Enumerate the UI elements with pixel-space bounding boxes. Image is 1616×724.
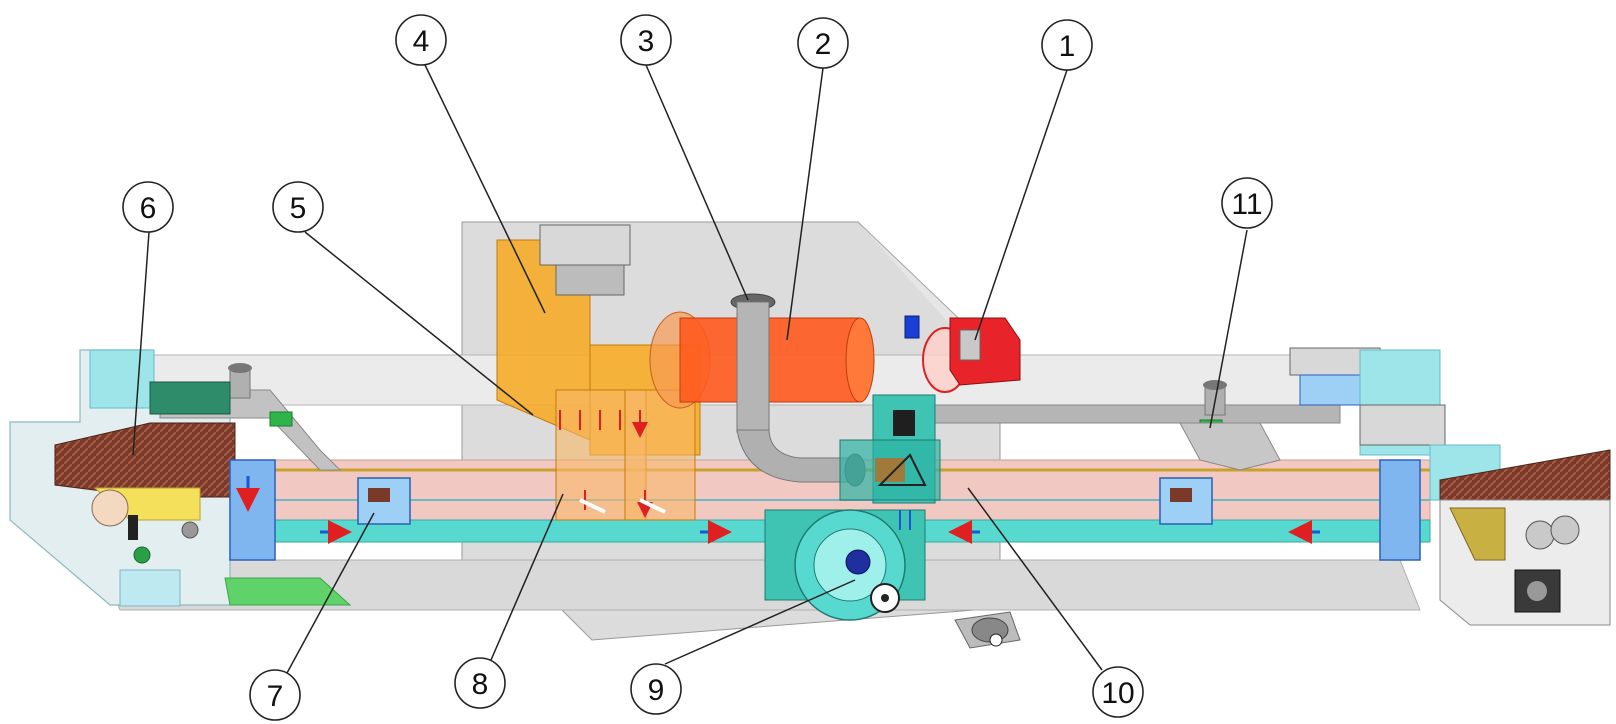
leader-line-5 [304, 231, 534, 416]
callout-1: 1 [1041, 19, 1093, 71]
callout-9: 9 [630, 663, 682, 715]
callout-2: 2 [797, 17, 849, 69]
leader-line-6 [132, 231, 150, 456]
exhaust-pipe [730, 293, 866, 487]
leader-line-2 [786, 67, 824, 341]
fan-motor [954, 611, 1021, 649]
leader-line-7 [286, 512, 375, 674]
top-air-duct [159, 363, 1341, 471]
svg-text:3: 3 [638, 25, 655, 58]
svg-text:6: 6 [140, 192, 157, 225]
callout-6: 6 [122, 181, 174, 233]
leader-line-10 [967, 487, 1103, 671]
leader-line-9 [664, 579, 856, 665]
callout-5: 5 [272, 181, 324, 233]
svg-text:11: 11 [1231, 188, 1262, 221]
combustion-chamber [649, 311, 875, 409]
left-conveyor [54, 422, 236, 564]
callout-10: 10 [1092, 666, 1144, 718]
leader-line-3 [645, 64, 749, 301]
leader-line-11 [1209, 229, 1248, 429]
leader-line-8 [490, 493, 564, 661]
svg-text:4: 4 [413, 25, 430, 58]
inspection-box-left [357, 477, 411, 525]
right-exit-housing [1289, 347, 1611, 626]
svg-text:9: 9 [648, 674, 665, 707]
leader-line-1 [974, 69, 1068, 341]
mixing-box [839, 394, 941, 504]
leader-lines [132, 64, 1248, 674]
svg-text:10: 10 [1101, 677, 1134, 710]
callout-4: 4 [395, 14, 447, 66]
callout-3: 3 [620, 14, 672, 66]
svg-text:1: 1 [1059, 30, 1076, 63]
callout-8: 8 [454, 657, 506, 709]
callout-11: 11 [1221, 177, 1273, 229]
svg-text:5: 5 [290, 192, 307, 225]
leader-line-4 [424, 64, 546, 314]
svg-text:7: 7 [267, 680, 284, 713]
svg-text:2: 2 [815, 28, 832, 61]
heat-exchanger [496, 224, 701, 520]
burner [904, 315, 1021, 393]
inspection-box-right [1159, 477, 1213, 525]
left-air-box [149, 381, 276, 561]
callout-7: 7 [249, 669, 301, 721]
svg-text:8: 8 [472, 668, 489, 701]
